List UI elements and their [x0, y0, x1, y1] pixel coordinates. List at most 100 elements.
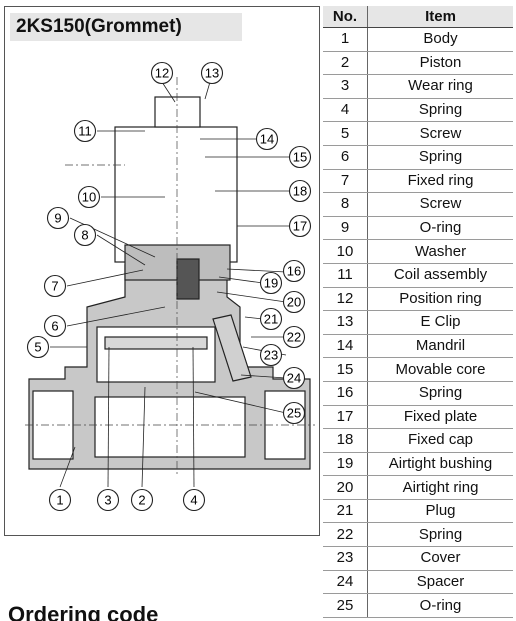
- callout-circle: [255, 127, 279, 151]
- part-name-cell: Screw: [367, 121, 513, 146]
- callout-number: 1: [56, 493, 63, 508]
- callout-circle: [43, 274, 67, 298]
- part-name-cell: O-ring: [367, 216, 513, 241]
- callout-circle: [43, 314, 67, 338]
- callout-number: 18: [293, 184, 307, 199]
- part-name-cell: Airtight bushing: [367, 452, 513, 477]
- part-number-cell: 24: [323, 570, 368, 595]
- callout-circle: [150, 61, 174, 85]
- part-number-cell: 20: [323, 475, 368, 500]
- part-name-cell: Washer: [367, 239, 513, 264]
- callout-number: 13: [205, 66, 219, 81]
- part-name-cell: Body: [367, 27, 513, 52]
- callout-number: 5: [34, 340, 41, 355]
- callout-number: 15: [293, 150, 307, 165]
- callout-circle: [282, 325, 306, 349]
- callout-number: 23: [264, 348, 278, 363]
- part-number-cell: 17: [323, 405, 368, 430]
- part-name-cell: Spring: [367, 381, 513, 406]
- part-number-cell: 9: [323, 216, 368, 241]
- callout-circle: [259, 307, 283, 331]
- callout-number: 2: [138, 493, 145, 508]
- callout-number: 9: [54, 211, 61, 226]
- part-number-cell: 5: [323, 121, 368, 146]
- part-name-cell: Position ring: [367, 287, 513, 312]
- callout-number: 25: [287, 406, 301, 421]
- callout-circle: [200, 61, 224, 85]
- leader-lines: [50, 81, 292, 488]
- part-number-cell: 3: [323, 74, 368, 99]
- callout-circle: [48, 488, 72, 512]
- part-name-cell: E Clip: [367, 310, 513, 335]
- part-name-cell: Piston: [367, 51, 513, 76]
- part-number-cell: 18: [323, 428, 368, 453]
- part-number-cell: 14: [323, 334, 368, 359]
- part-number-cell: 4: [323, 98, 368, 123]
- callout-circle: [282, 401, 306, 425]
- part-number-cell: 7: [323, 169, 368, 194]
- part-number-cell: 1: [323, 27, 368, 52]
- part-number-cell: 23: [323, 546, 368, 571]
- callout-circle: [282, 290, 306, 314]
- part-name-cell: Coil assembly: [367, 263, 513, 288]
- no-column-header: No.: [323, 6, 368, 28]
- callout-circle: [288, 179, 312, 203]
- callout-number: 24: [287, 371, 301, 386]
- part-name-cell: Spring: [367, 145, 513, 170]
- ordering-code-heading: Ordering code: [8, 602, 159, 621]
- part-number-cell: 10: [323, 239, 368, 264]
- callout-circle: [259, 343, 283, 367]
- callout-number: 8: [81, 228, 88, 243]
- callout-circle: [182, 488, 206, 512]
- callout-circle: [282, 259, 306, 283]
- callout-number: 6: [51, 319, 58, 334]
- part-number-cell: 21: [323, 499, 368, 524]
- center-lines: [25, 77, 315, 477]
- part-name-cell: Airtight ring: [367, 475, 513, 500]
- item-column-header: Item: [367, 6, 513, 28]
- part-name-cell: Movable core: [367, 357, 513, 382]
- callout-circle: [26, 335, 50, 359]
- part-number-cell: 12: [323, 287, 368, 312]
- part-name-cell: Fixed plate: [367, 405, 513, 430]
- part-number-cell: 13: [323, 310, 368, 335]
- callout-number: 17: [293, 219, 307, 234]
- part-number-cell: 15: [323, 357, 368, 382]
- callout-circle: [288, 214, 312, 238]
- part-name-cell: Spring: [367, 522, 513, 548]
- callout-number: 4: [190, 493, 197, 508]
- callout-circle: [46, 206, 70, 230]
- callout-number: 7: [51, 279, 58, 294]
- part-name-cell: Wear ring: [367, 74, 513, 99]
- callout-circle: [282, 366, 306, 390]
- part-number-cell: 11: [323, 263, 368, 288]
- part-name-cell: Plug: [367, 499, 513, 524]
- callout-circle: [77, 185, 101, 209]
- part-name-cell: Spring: [367, 98, 513, 123]
- callout-number: 16: [287, 264, 301, 279]
- part-name-cell: Fixed ring: [367, 169, 513, 194]
- part-number-cell: 2: [323, 51, 368, 76]
